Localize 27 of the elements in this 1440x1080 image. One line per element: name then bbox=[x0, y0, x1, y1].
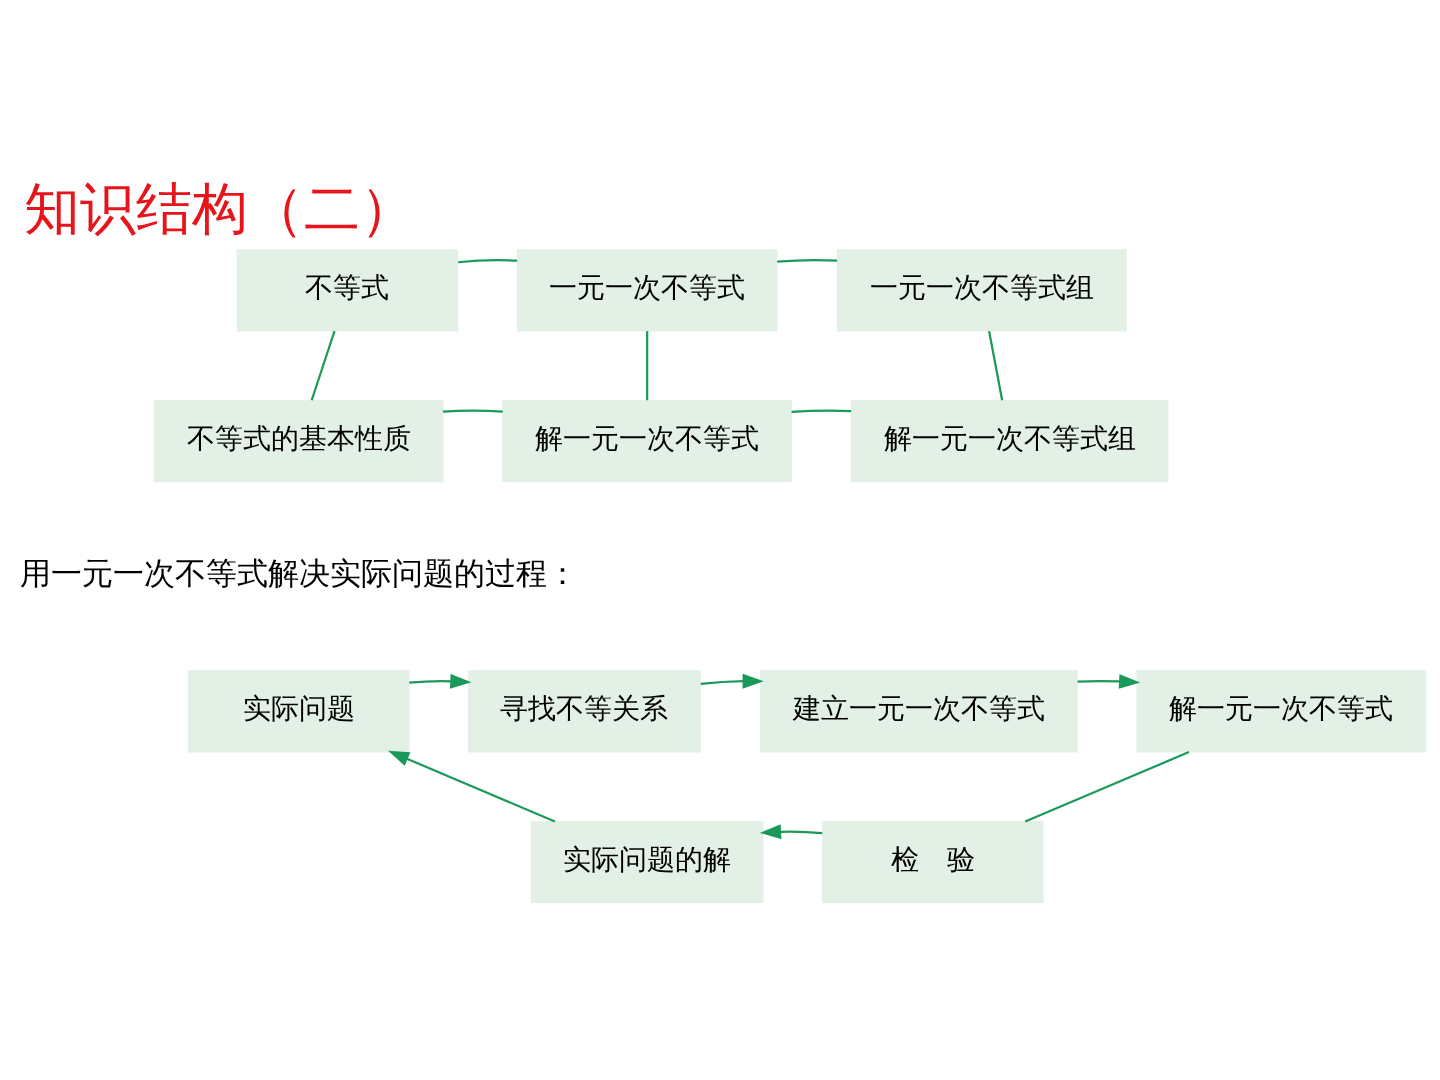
connector bbox=[988, 330, 1004, 401]
node-box: 解一元一次不等式组 bbox=[850, 399, 1169, 483]
diagram-title: 知识结构（二） bbox=[23, 175, 416, 241]
connector bbox=[791, 409, 852, 414]
node-box: 实际问题的解 bbox=[530, 820, 764, 904]
connector bbox=[777, 259, 838, 263]
node-box: 一元一次不等式 bbox=[516, 249, 778, 332]
connector bbox=[1024, 751, 1190, 823]
node-box: 建立一元一次不等式 bbox=[760, 670, 1078, 753]
connector bbox=[442, 409, 503, 413]
node-box: 不等式 bbox=[236, 249, 459, 332]
node-box: 解一元一次不等式 bbox=[1136, 670, 1427, 753]
arrow bbox=[1077, 674, 1141, 689]
node-box: 解一元一次不等式 bbox=[502, 399, 793, 483]
node-box: 寻找不等关系 bbox=[468, 670, 701, 753]
node-box: 检 验 bbox=[822, 820, 1044, 904]
node-box: 不等式的基本性质 bbox=[153, 399, 444, 483]
arrow bbox=[409, 673, 472, 689]
arrow bbox=[388, 750, 556, 823]
node-box: 实际问题 bbox=[187, 670, 410, 753]
connector bbox=[310, 330, 336, 401]
node-box: 一元一次不等式组 bbox=[836, 249, 1127, 332]
label: 用一元一次不等式解决实际问题的过程： bbox=[19, 556, 578, 592]
connector bbox=[646, 331, 649, 401]
connector bbox=[458, 259, 518, 264]
arrow bbox=[759, 824, 823, 840]
arrow bbox=[700, 673, 764, 689]
